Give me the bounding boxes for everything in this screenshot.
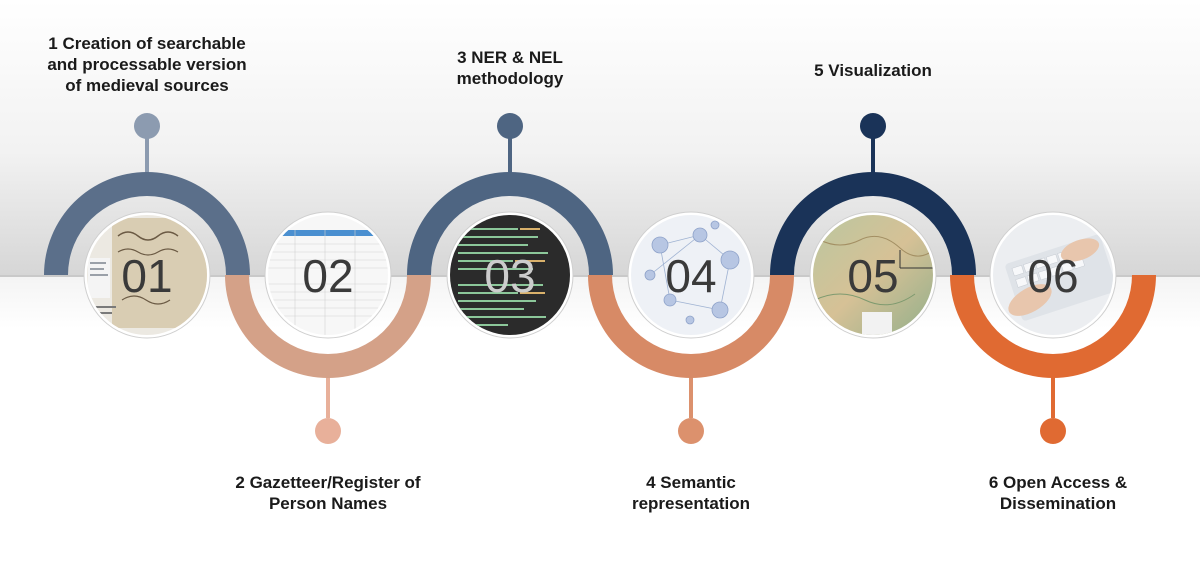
step-6-number: 06 (1027, 250, 1078, 302)
step-1-label: 1 Creation of searchable and processable… (47, 34, 247, 95)
step-2-number: 02 (302, 250, 353, 302)
map-image (809, 211, 937, 339)
step-6-dot (1040, 418, 1066, 444)
background-bottom (0, 277, 1200, 565)
table-image (264, 211, 392, 339)
step-4-label: 4 Semantic representation (631, 473, 751, 513)
step-2-arc (225, 275, 431, 378)
code-image (446, 211, 574, 339)
step-3-arc (407, 172, 613, 275)
step-5-number: 05 (847, 250, 898, 302)
step-6-arc (950, 275, 1156, 378)
step-3-label: 3 NER & NEL methodology (456, 48, 564, 88)
step-3-dot (497, 113, 523, 139)
step-3-number: 03 (484, 250, 535, 302)
step-2-dot (315, 418, 341, 444)
manuscript-image (83, 211, 211, 339)
step-4-number: 04 (665, 250, 716, 302)
step-5-dot (860, 113, 886, 139)
step-1-dot (134, 113, 160, 139)
step-1-arc (44, 172, 250, 275)
network-image (627, 211, 755, 339)
step-5-arc (770, 172, 976, 275)
keyboard-image (989, 211, 1117, 339)
step-5-label: 5 Visualization (814, 61, 932, 80)
step-1-number: 01 (121, 250, 172, 302)
step-4-arc (588, 275, 794, 378)
step-4-dot (678, 418, 704, 444)
step-6-label: 6 Open Access & Dissemination (988, 473, 1128, 513)
step-2-label: 2 Gazetteer/Register of Person Names (235, 473, 421, 513)
